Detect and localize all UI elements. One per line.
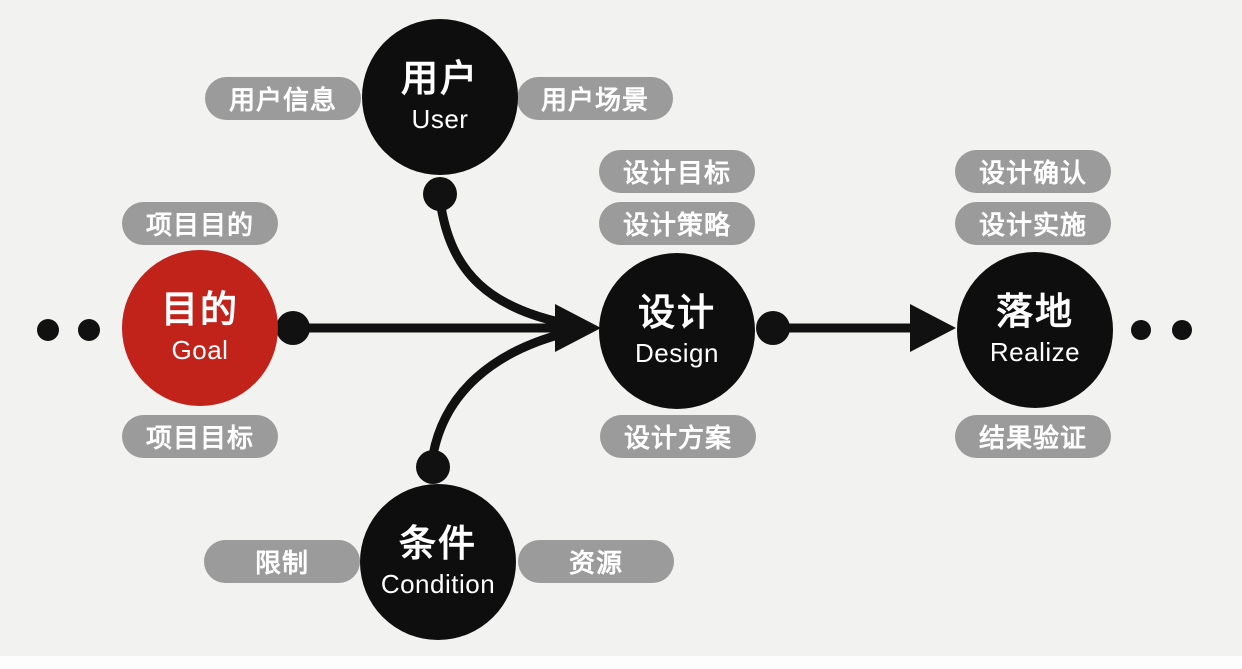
design-arrowhead-icon	[555, 304, 601, 352]
pill-user-info: 用户信息	[205, 77, 361, 120]
pill-restriction: 限制	[204, 540, 360, 583]
ellipsis-dot-left-2	[78, 319, 100, 341]
condition-design-curve	[428, 325, 579, 456]
pill-design-goal: 设计目标	[599, 150, 755, 193]
user-design-curve	[435, 199, 579, 331]
pill-design-confirm: 设计确认	[955, 150, 1111, 193]
node-design-en-label: Design	[635, 337, 719, 368]
node-goal-zh-label: 目的	[161, 289, 239, 331]
node-design-zh-label: 设计	[638, 292, 716, 334]
connector-dot-design	[756, 311, 790, 345]
pill-design-strategy: 设计策略	[599, 202, 755, 245]
pill-design-implement: 设计实施	[955, 202, 1111, 245]
node-condition-zh-label: 条件	[399, 523, 477, 565]
connector-dot-condition	[416, 450, 450, 484]
connector-dot-user	[423, 177, 457, 211]
pill-result-verify: 结果验证	[955, 415, 1111, 458]
ellipsis-dot-left-1	[37, 319, 59, 341]
node-condition: 条件 Condition	[360, 484, 516, 640]
ellipsis-dot-right-2	[1172, 320, 1192, 340]
pill-project-purpose: 项目目的	[122, 202, 278, 245]
node-goal-en-label: Goal	[171, 334, 229, 365]
node-goal: 目的 Goal	[122, 250, 278, 406]
node-realize-en-label: Realize	[989, 336, 1081, 367]
pill-user-scenario: 用户场景	[517, 77, 673, 120]
bottom-strip	[0, 656, 1242, 669]
node-user-en-label: User	[411, 103, 469, 134]
node-realize: 落地 Realize	[957, 252, 1113, 408]
node-design: 设计 Design	[599, 253, 755, 409]
pill-project-target: 项目目标	[122, 415, 278, 458]
node-realize-zh-label: 落地	[996, 291, 1074, 333]
node-user: 用户 User	[362, 19, 518, 175]
pill-resource: 资源	[518, 540, 674, 583]
pill-design-solution: 设计方案	[600, 415, 756, 458]
realize-arrowhead-icon	[910, 304, 956, 352]
connector-dot-goal	[276, 311, 310, 345]
node-condition-en-label: Condition	[380, 568, 496, 599]
ellipsis-dot-right-1	[1131, 320, 1151, 340]
node-user-zh-label: 用户	[401, 58, 479, 100]
